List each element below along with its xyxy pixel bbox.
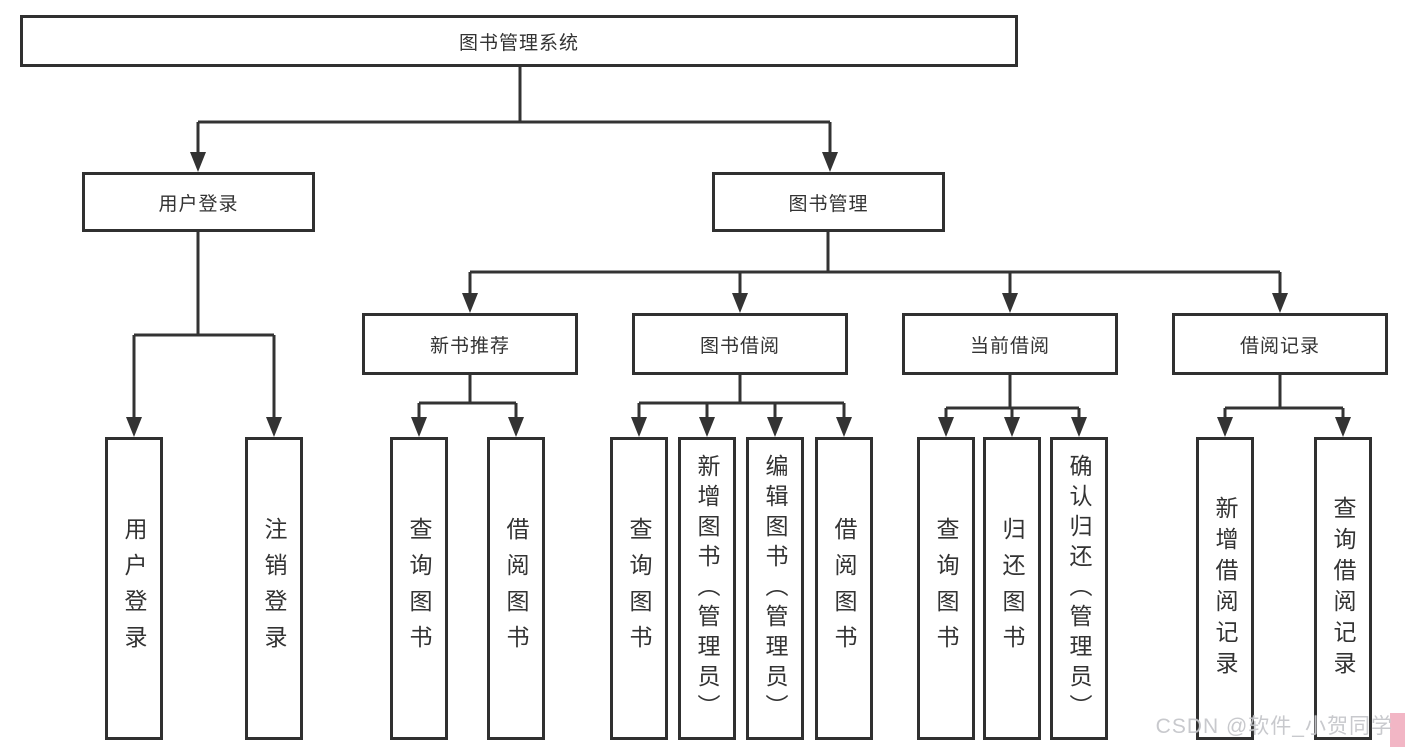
connector-lines <box>132 67 1345 419</box>
leaf-edit-books-admin: 编辑图书（管理员） <box>746 437 804 740</box>
node-label: 当前借阅 <box>969 335 1050 357</box>
arrow-down-icon <box>411 417 427 437</box>
arrow-down-icon <box>631 417 647 437</box>
leaf-label: 查询图书 <box>933 516 959 661</box>
node-current-borrowing: 当前借阅 <box>902 313 1118 375</box>
arrow-down-icon <box>836 417 852 437</box>
leaf-label: 归还图书 <box>999 516 1025 661</box>
leaf-label: 借阅图书 <box>831 516 857 661</box>
leaf-borrow-books-recommend: 借阅图书 <box>487 437 545 740</box>
leaf-label: 新增借阅记录 <box>1212 495 1238 682</box>
node-book-management: 图书管理 <box>712 172 945 232</box>
leaf-label: 编辑图书（管理员） <box>762 453 788 724</box>
connector-root-to-level2 <box>196 67 832 154</box>
leaf-label: 查询借阅记录 <box>1330 495 1356 682</box>
leaf-user-login: 用户登录 <box>105 437 163 740</box>
node-label: 用户登录 <box>158 193 239 215</box>
connector-records-to-leaves <box>1223 375 1345 419</box>
leaf-confirm-return-admin: 确认归还（管理员） <box>1050 437 1108 740</box>
connector-bookmgmt-to-level3 <box>468 232 1282 295</box>
arrow-down-icon <box>1004 417 1020 437</box>
watermark-accent-block <box>1390 713 1405 747</box>
leaf-query-books-borrowing: 查询图书 <box>610 437 668 740</box>
arrow-down-icon <box>462 293 478 313</box>
leaf-add-borrow-record: 新增借阅记录 <box>1196 437 1254 740</box>
node-user-login: 用户登录 <box>82 172 315 232</box>
leaf-return-books: 归还图书 <box>983 437 1041 740</box>
arrow-down-icon <box>508 417 524 437</box>
node-library-management-system: 图书管理系统 <box>20 15 1018 67</box>
leaf-label: 新增图书（管理员） <box>694 453 720 724</box>
arrow-down-icon <box>767 417 783 437</box>
connector-current-to-leaves <box>944 375 1081 419</box>
arrow-down-icon <box>266 417 282 437</box>
node-label: 借阅记录 <box>1239 335 1320 357</box>
arrow-down-icon <box>1272 293 1288 313</box>
node-label: 图书管理 <box>788 193 869 215</box>
leaf-add-books-admin: 新增图书（管理员） <box>678 437 736 740</box>
node-borrowing-records: 借阅记录 <box>1172 313 1388 375</box>
arrow-down-icon <box>1335 417 1351 437</box>
connector-borrow-to-leaves <box>637 375 846 419</box>
leaf-query-books-recommend: 查询图书 <box>390 437 448 740</box>
arrow-down-icon <box>190 152 206 172</box>
arrow-down-icon <box>938 417 954 437</box>
arrow-down-icon <box>1002 293 1018 313</box>
node-new-book-recommend: 新书推荐 <box>362 313 578 375</box>
leaf-borrow-books: 借阅图书 <box>815 437 873 740</box>
leaf-label: 查询图书 <box>406 516 432 661</box>
connector-arrowheads <box>126 152 1351 437</box>
arrow-down-icon <box>699 417 715 437</box>
leaf-label: 借阅图书 <box>503 516 529 661</box>
arrow-down-icon <box>732 293 748 313</box>
node-label: 新书推荐 <box>429 335 510 357</box>
leaf-label: 注销登录 <box>261 516 287 661</box>
arrow-down-icon <box>126 417 142 437</box>
leaf-label: 用户登录 <box>121 516 147 661</box>
leaf-label: 查询图书 <box>626 516 652 661</box>
arrow-down-icon <box>1217 417 1233 437</box>
leaf-query-borrow-record: 查询借阅记录 <box>1314 437 1372 740</box>
arrow-down-icon <box>822 152 838 172</box>
connector-userlogin-to-leaves <box>132 232 276 419</box>
leaf-query-books-current: 查询图书 <box>917 437 975 740</box>
connector-newbook-to-leaves <box>417 375 518 419</box>
node-label: 图书借阅 <box>699 335 780 357</box>
node-label: 图书管理系统 <box>458 32 579 54</box>
arrow-down-icon <box>1071 417 1087 437</box>
node-book-borrowing: 图书借阅 <box>632 313 848 375</box>
leaf-label: 确认归还（管理员） <box>1066 453 1092 724</box>
leaf-logout: 注销登录 <box>245 437 303 740</box>
